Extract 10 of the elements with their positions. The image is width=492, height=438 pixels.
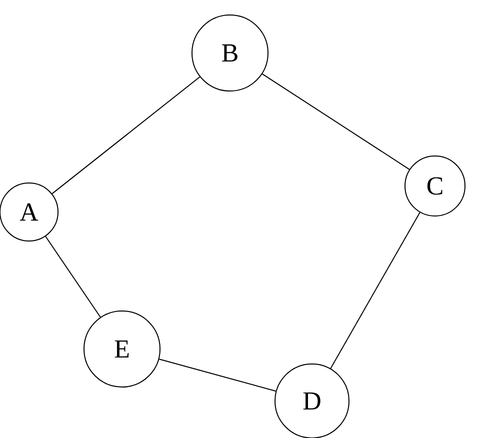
graph-vertex: B: [192, 14, 268, 92]
graph-edge: [158, 358, 276, 392]
graph-edge: [262, 73, 410, 170]
graph-vertex: D: [274, 364, 350, 438]
graph-vertex: E: [84, 310, 160, 388]
graph-vertex: C: [404, 156, 466, 216]
graph-edge: [330, 212, 420, 369]
graph-vertex: A: [0, 182, 58, 242]
graph-edge: [52, 76, 200, 194]
graph-edge: [45, 236, 101, 318]
